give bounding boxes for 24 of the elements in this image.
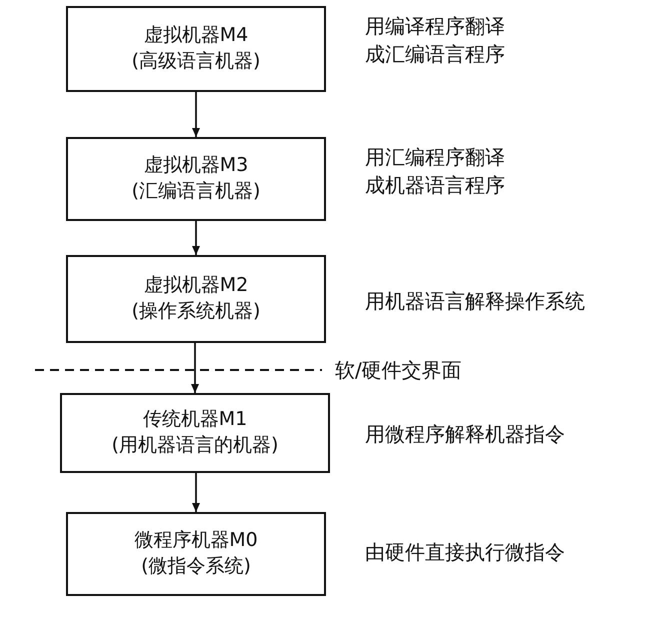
level-description: 由硬件直接执行微指令 (365, 539, 566, 566)
level-description: 用汇编程序翻译成机器语言程序 (365, 144, 506, 199)
level-title: 传统机器M1 (142, 407, 248, 432)
arrow (191, 343, 199, 393)
machine-level-box (60, 393, 330, 473)
machine-level-box (66, 137, 326, 221)
level-subtitle: (汇编语言机器) (132, 179, 260, 204)
arrow (192, 221, 200, 255)
level-title: 虚拟机器M2 (144, 273, 248, 298)
machine-level-box (66, 512, 326, 596)
level-subtitle: (用机器语言的机器) (112, 433, 278, 458)
arrow (192, 473, 200, 512)
machine-level-box (66, 255, 326, 343)
level-title: 微程序机器M0 (134, 528, 258, 554)
level-subtitle: (微指令系统) (141, 554, 251, 579)
level-description: 用编译程序翻译成汇编语言程序 (365, 13, 506, 68)
level-description: 用机器语言解释操作系统 (365, 288, 586, 315)
machine-level-box (66, 6, 326, 92)
arrow (192, 92, 200, 137)
level-title: 虚拟机器M3 (144, 153, 248, 178)
level-subtitle: (操作系统机器) (132, 299, 260, 324)
level-title: 虚拟机器M4 (144, 23, 248, 48)
level-description: 用微程序解释机器指令 (365, 421, 566, 448)
level-subtitle: (高级语言机器) (132, 49, 260, 74)
